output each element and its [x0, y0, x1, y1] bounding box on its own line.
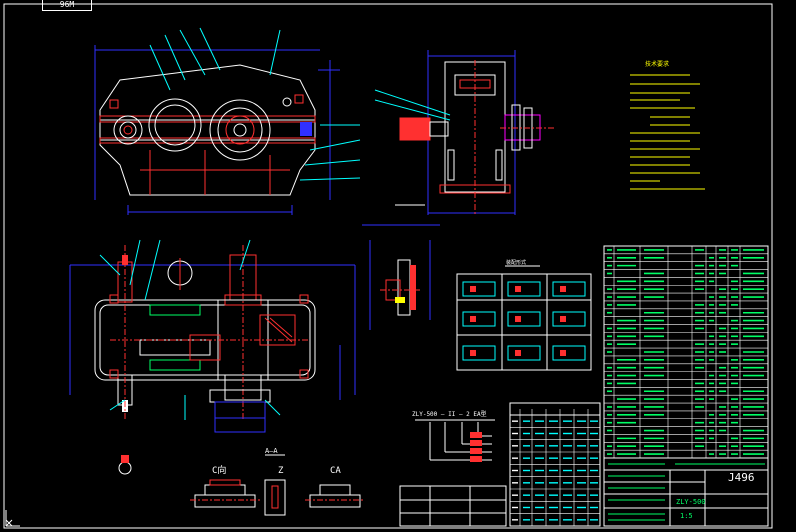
- note-title: 技术要求: [645, 61, 670, 68]
- title-block: [603, 457, 769, 527]
- model-code-legend: [415, 419, 495, 462]
- section-label: A—A: [265, 447, 278, 455]
- side-view: [374, 50, 555, 215]
- plan-view: [69, 239, 356, 475]
- mount-table-title: 装配形式: [506, 260, 527, 266]
- view-label-z: Z: [278, 466, 284, 476]
- spec-table: [509, 402, 601, 527]
- title-code: J496: [728, 471, 755, 484]
- detail-section: [362, 224, 440, 330]
- title-drawing-no: ZLY-500: [676, 498, 706, 506]
- frame-tag: 96M: [42, 0, 92, 11]
- view-label-c: C向: [212, 466, 227, 476]
- mounting-table: [456, 265, 592, 371]
- front-view: [94, 27, 361, 215]
- view-label-ca: CA: [330, 466, 341, 476]
- parts-table: [603, 245, 769, 459]
- signoff-table: [399, 485, 507, 527]
- ucs-icon: [5, 510, 20, 527]
- aux-views: [190, 454, 365, 516]
- title-scale: 1:5: [680, 512, 693, 520]
- outer-frame: [3, 3, 773, 529]
- technical-notes: [630, 74, 705, 190]
- model-code: ZLY-500 — II — 2 EA型: [412, 411, 487, 418]
